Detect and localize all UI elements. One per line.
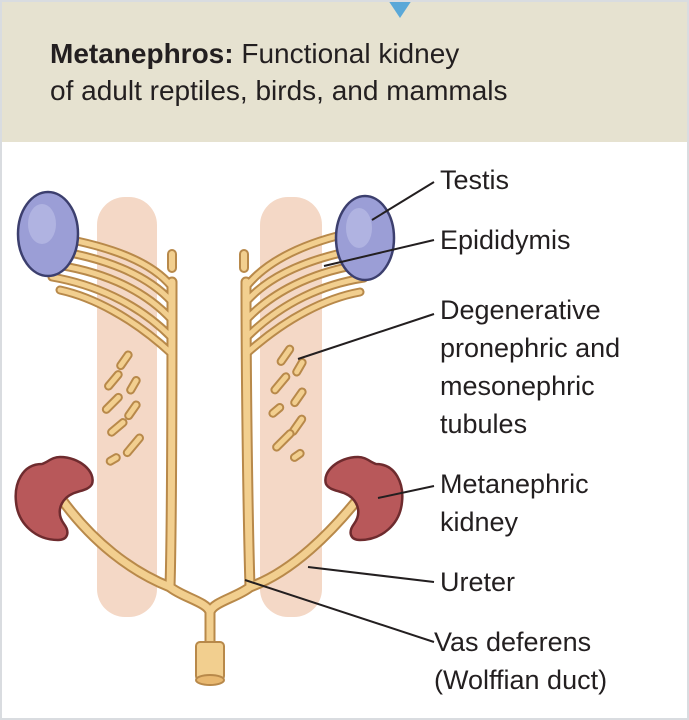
title-line-1: Functional kidney — [241, 38, 460, 69]
leader-lines — [244, 181, 435, 643]
testis-leader — [371, 181, 435, 221]
label-vas-deferens-line-1: Vas deferens — [434, 627, 592, 657]
label-testis: Testis — [440, 165, 510, 195]
vas-leader — [244, 579, 435, 643]
tubules-leader — [297, 313, 435, 360]
label-degenerative-line-4: tubules — [440, 409, 528, 439]
right-genital-ridge — [260, 197, 322, 617]
label-degenerative-line-1: Degenerative — [440, 295, 601, 325]
kidney-leader — [377, 485, 435, 499]
title-bold: Metanephros: — [50, 38, 234, 69]
left-ureter — [56, 493, 174, 591]
header-panel: Metanephros: Functional kidney of adult … — [2, 2, 687, 142]
left-metanephric-kidney — [14, 455, 94, 542]
label-epididymis: Epididymis — [440, 225, 571, 255]
epididymis-leader — [323, 239, 435, 267]
ureter-leader — [307, 566, 435, 583]
label-degenerative-line-3: mesonephric — [440, 371, 595, 401]
label-metanephric-line-2: kidney — [440, 507, 519, 537]
label-vas-deferens-line-2: (Wolffian duct) — [434, 665, 608, 695]
label-metanephric-line-1: Metanephric — [440, 469, 589, 499]
right-degenerative-tubules — [268, 344, 307, 462]
label-degenerative-line-2: pronephric and — [440, 333, 621, 363]
right-vas-deferens — [206, 278, 254, 646]
right-ureter — [246, 490, 366, 591]
right-metanephric-kidney — [324, 455, 404, 542]
left-degenerative-tubules — [101, 350, 144, 466]
title-line-2: of adult reptiles, birds, and mammals — [50, 75, 508, 106]
left-genital-ridge — [97, 197, 157, 617]
label-ureter: Ureter — [440, 567, 516, 597]
pointer-arrow-icon — [388, 2, 412, 18]
diagram-title: Metanephros: Functional kidney of adult … — [50, 35, 670, 109]
